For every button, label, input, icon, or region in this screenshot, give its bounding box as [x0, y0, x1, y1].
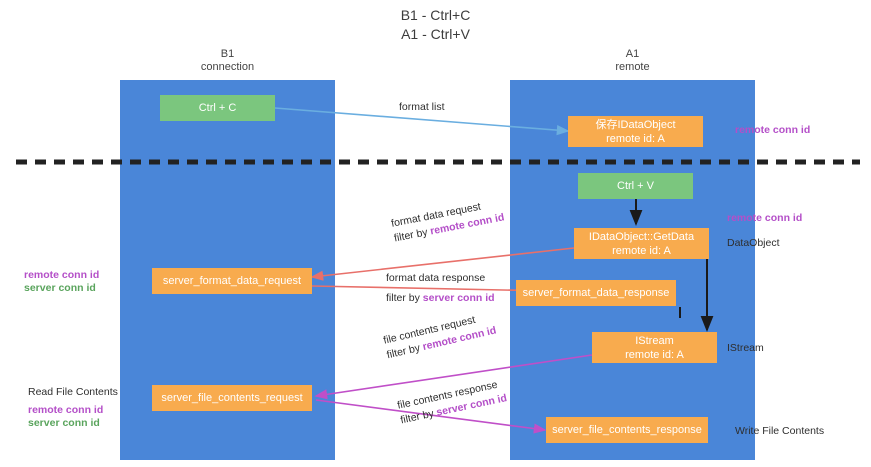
- annotation-left-server-conn-id-bottom: server conn id: [28, 417, 100, 429]
- edge-label-file-contents-request: file contents request filter by remote c…: [382, 309, 498, 363]
- node-getdata-line2: remote id: A: [612, 244, 671, 257]
- lane-title-a1: A1 remote: [615, 48, 650, 73]
- node-ctrl-v-label: Ctrl + V: [617, 180, 654, 192]
- annotation-left-server-conn-id-mid: server conn id: [24, 282, 96, 294]
- annotation-istream: IStream: [727, 342, 764, 354]
- annotation-left-remote-conn-id-mid: remote conn id: [24, 269, 100, 281]
- node-istream[interactable]: IStream remote id: A: [592, 332, 717, 363]
- annotation-remote-conn-id-mid: remote conn id: [727, 212, 803, 224]
- node-server-format-data-request-label: server_format_data_request: [162, 275, 302, 287]
- node-istream-line2: remote id: A: [625, 348, 684, 361]
- node-server-format-data-response-label: server_format_data_response: [522, 287, 670, 299]
- annotation-write-file-contents: Write File Contents: [735, 425, 825, 437]
- node-save-idataobject-line2: remote id: A: [606, 132, 665, 145]
- node-save-idataobject[interactable]: 保存IDataObject remote id: A: [568, 116, 703, 147]
- edge-label-format-list: format list: [399, 101, 445, 113]
- node-ctrl-c-label: Ctrl + C: [198, 102, 237, 114]
- node-server-format-data-request[interactable]: server_format_data_request: [152, 268, 312, 294]
- node-getdata-line1: IDataObject::GetData: [588, 230, 695, 243]
- lane-title-b1: B1 connection: [200, 48, 255, 73]
- filter-prefix: filter by: [386, 292, 423, 304]
- edge-label-format-data-request: format data request filter by remote con…: [390, 196, 506, 247]
- filter-key-server-conn-id: server conn id: [422, 292, 495, 304]
- page-title: B1 - Ctrl+C A1 - Ctrl+V: [400, 7, 471, 42]
- edge-label-file-contents-response: file contents response filter by server …: [396, 376, 508, 428]
- edge-label-format-data-response: format data response filter by server co…: [386, 271, 495, 306]
- node-istream-line1: IStream: [635, 334, 674, 347]
- node-server-format-data-response[interactable]: server_format_data_response: [516, 280, 676, 306]
- node-ctrl-c[interactable]: Ctrl + C: [160, 95, 275, 121]
- annotation-dataobject: DataObject: [727, 237, 780, 249]
- edge-label-format-data-response-line1: format data response: [386, 272, 486, 284]
- annotation-left-remote-conn-id-bottom: remote conn id: [28, 404, 104, 416]
- node-server-file-contents-request-label: server_file_contents_request: [161, 392, 303, 404]
- node-idataobject-getdata[interactable]: IDataObject::GetData remote id: A: [574, 228, 709, 259]
- node-save-idataobject-line1: 保存IDataObject: [595, 118, 676, 131]
- node-ctrl-v[interactable]: Ctrl + V: [578, 173, 693, 199]
- edge-label-format-data-response-line2: filter by server conn id: [386, 291, 495, 306]
- node-server-file-contents-request[interactable]: server_file_contents_request: [152, 385, 312, 411]
- node-server-file-contents-response[interactable]: server_file_contents_response: [546, 417, 708, 443]
- annotation-remote-conn-id-top: remote conn id: [735, 124, 811, 136]
- annotation-read-file-contents: Read File Contents: [28, 386, 118, 398]
- node-server-file-contents-response-label: server_file_contents_response: [552, 424, 702, 436]
